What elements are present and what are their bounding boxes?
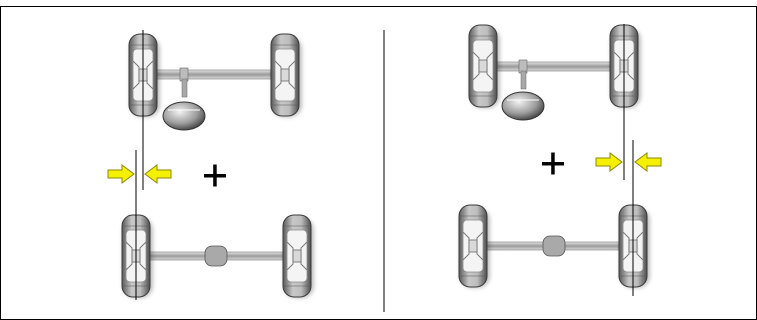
right-front-axle — [469, 25, 641, 121]
wheel-icon — [283, 215, 314, 298]
differential-icon — [501, 91, 545, 121]
plus-icon — [542, 152, 564, 175]
rear-hub-icon — [204, 245, 228, 267]
left-front-axle — [129, 34, 302, 131]
wheel-icon — [122, 215, 153, 298]
wheel-icon — [129, 34, 160, 117]
differential-icon — [162, 101, 206, 131]
wheel-icon — [610, 25, 641, 108]
wheel-icon — [619, 205, 650, 288]
arrow-right-icon — [107, 164, 135, 184]
arrow-left-icon — [634, 152, 662, 172]
rear-hub-icon — [542, 235, 566, 257]
left-panel — [107, 30, 314, 300]
right-panel — [459, 24, 662, 296]
plus-icon — [204, 164, 226, 187]
wheel-icon — [271, 34, 302, 117]
left-rear-axle — [122, 215, 314, 298]
right-rear-axle — [459, 205, 650, 288]
wheel-icon — [469, 25, 500, 108]
arrow-right-icon — [595, 152, 623, 172]
arrow-left-icon — [144, 164, 172, 184]
wheel-icon — [459, 205, 490, 288]
